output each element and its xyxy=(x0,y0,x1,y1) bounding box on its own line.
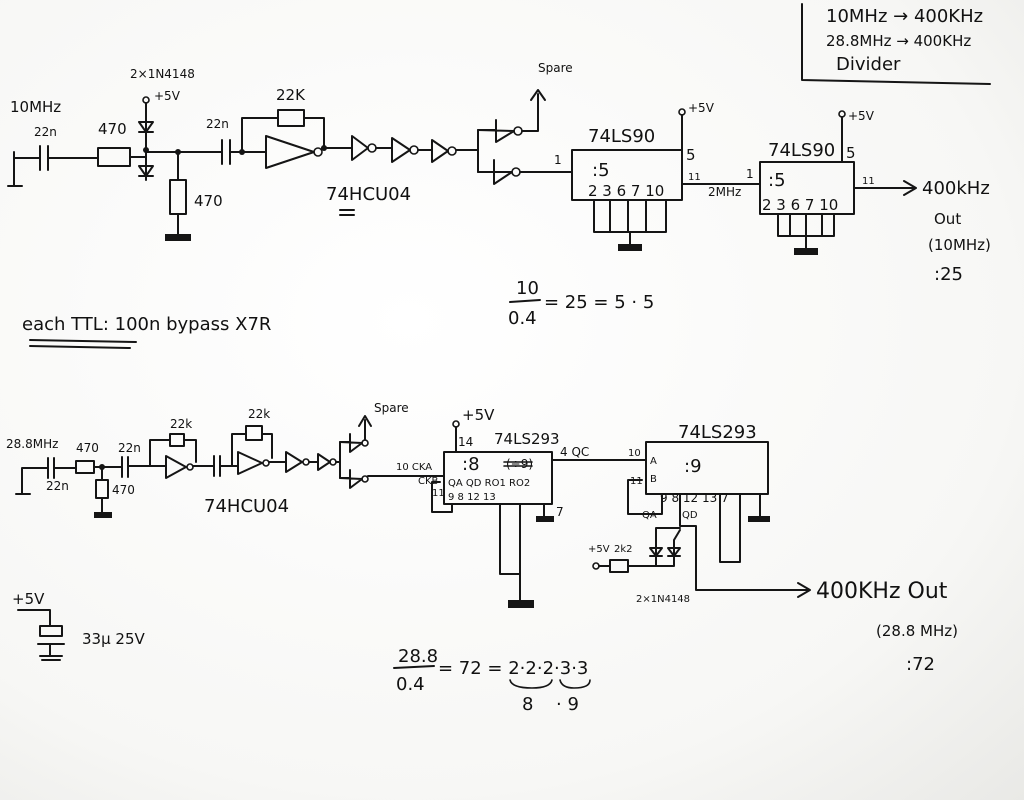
bottom-c2-pin11: 11 xyxy=(630,476,643,487)
bottom-c1-pin11: 11 xyxy=(432,488,445,499)
top-r-shunt: 470 xyxy=(194,192,223,210)
bottom-spare: Spare xyxy=(374,401,409,415)
top-counter1-pin-out: 11 xyxy=(688,172,701,183)
title-line-2: 28.8MHz → 400KHz xyxy=(826,32,971,50)
bottom-c2-pin-a: A xyxy=(650,456,657,467)
title-box: 10MHz → 400KHz 28.8MHz → 400KHz Divider xyxy=(801,3,991,85)
eq2-numerator: 28.8 xyxy=(398,646,438,667)
top-counter1-division: :5 xyxy=(592,160,610,181)
top-counter1-pin-vcc: 5 xyxy=(686,146,696,164)
bottom-c1-bottom-pins: 9 8 12 13 xyxy=(448,492,496,503)
eq2-rest: = 72 = 2·2·2·3·3 xyxy=(438,658,588,679)
top-counter1-gnd-pins: 2 3 6 7 10 xyxy=(588,182,664,200)
bottom-c1-pin-ckb: CKB xyxy=(418,476,439,487)
bottom-vcc: +5V xyxy=(462,406,495,424)
bottom-c1-pin-cka: 10 CKA xyxy=(396,462,432,473)
eq1-denominator: 0.4 xyxy=(508,308,537,329)
title-line-1: 10MHz → 400KHz xyxy=(826,6,983,27)
top-counter2-division: :5 xyxy=(768,170,786,191)
bottom-reset-vcc: +5V xyxy=(588,544,610,555)
bottom-r-fb2: 22k xyxy=(248,407,270,421)
bottom-c1-pin7: 7 xyxy=(556,505,564,519)
bypass-note: each TTL: 100n bypass X7R xyxy=(22,314,271,335)
bottom-c2-pin10: 10 xyxy=(628,448,641,459)
top-r-feedback: 22K xyxy=(276,86,306,104)
bottom-c1-pin14: 14 xyxy=(458,435,473,449)
supply-vcc: +5V xyxy=(12,590,45,608)
eq2-group-1: 8 xyxy=(522,694,533,715)
top-mid-freq: 2MHz xyxy=(708,185,741,199)
bottom-cap-in: 22n xyxy=(46,479,69,493)
top-counter2-pin-out: 11 xyxy=(862,176,875,187)
bottom-c2-qa: QA xyxy=(642,510,657,521)
top-counter1-vcc: +5V xyxy=(688,101,715,115)
bottom-r-series: 470 xyxy=(76,441,99,455)
top-counter1-name: 74LS90 xyxy=(588,126,655,147)
top-output: 400kHz xyxy=(922,178,990,199)
bottom-reset-resistor: 2k2 xyxy=(614,544,633,555)
bottom-c2-pin-b: B xyxy=(650,474,657,485)
bottom-c2-name: 74LS293 xyxy=(678,422,757,443)
bottom-input-freq: 28.8MHz xyxy=(6,437,58,451)
bottom-output-note1: (28.8 MHz) xyxy=(876,622,958,640)
bottom-c1-struck: (÷9) xyxy=(506,457,533,471)
bottom-circuit: 28.8MHz 22n 470 470 22n 22k 22k 74HCU04 xyxy=(6,401,958,675)
bottom-output: 400KHz Out xyxy=(816,579,948,604)
bottom-c1-bottom-labels: QA QD RO1 RO2 xyxy=(448,478,530,489)
top-counter2-vcc: +5V xyxy=(848,109,875,123)
bottom-c1-out: 4 QC xyxy=(560,445,589,459)
top-counter2-pin-vcc: 5 xyxy=(846,144,856,162)
top-counter2-name: 74LS90 xyxy=(768,140,835,161)
eq2-group-2: · 9 xyxy=(556,694,579,715)
bottom-counter-1 xyxy=(443,451,553,505)
bottom-counter-2 xyxy=(645,441,769,495)
top-inverter-chip: 74HCU04 xyxy=(326,184,411,205)
title-line-3: Divider xyxy=(836,54,901,75)
top-circuit: 10MHz 22n 470 2×1N4148 +5V 470 22n xyxy=(7,61,991,285)
top-counter2-gnd-pins: 2 3 6 7 10 xyxy=(762,196,838,214)
eq1-numerator: 10 xyxy=(516,278,539,299)
top-output-note3: :25 xyxy=(934,264,963,285)
bottom-c2-division: :9 xyxy=(684,456,702,477)
notes: each TTL: 100n bypass X7R 10 0.4 = 25 = … xyxy=(22,278,654,715)
eq1-rest: = 25 = 5 · 5 xyxy=(544,292,654,313)
top-output-note1: Out xyxy=(934,210,961,228)
bottom-diodes-label: 2×1N4148 xyxy=(636,594,690,605)
top-cap-in: 22n xyxy=(34,125,57,139)
bottom-r-shunt: 470 xyxy=(112,483,135,497)
top-diode-vcc: +5V xyxy=(154,89,181,103)
bottom-inverter-chip: 74HCU04 xyxy=(204,496,289,517)
bottom-c2-bottom-pins: 9 8 12 13 7 xyxy=(660,491,729,505)
top-output-note2: (10MHz) xyxy=(928,236,991,254)
top-spare: Spare xyxy=(538,61,573,75)
bottom-c1-division: :8 xyxy=(462,454,480,475)
top-counter2-pin-in: 1 xyxy=(746,167,754,181)
bottom-r-fb1: 22k xyxy=(170,417,192,431)
bottom-cap-couple: 22n xyxy=(118,441,141,455)
top-input-freq: 10MHz xyxy=(10,98,61,116)
top-diodes-label: 2×1N4148 xyxy=(130,67,195,81)
bottom-c1-name: 74LS293 xyxy=(494,430,560,448)
bottom-output-note2: :72 xyxy=(906,654,935,675)
bottom-c2-qd: QD xyxy=(682,510,698,521)
eq2-denominator: 0.4 xyxy=(396,674,425,695)
top-cap-couple: 22n xyxy=(206,117,229,131)
top-counter1-pin-in: 1 xyxy=(554,153,562,167)
top-r-series: 470 xyxy=(98,120,127,138)
supply-capacitor: +5V 33µ 25V xyxy=(12,590,145,661)
supply-cap: 33µ 25V xyxy=(82,630,145,648)
